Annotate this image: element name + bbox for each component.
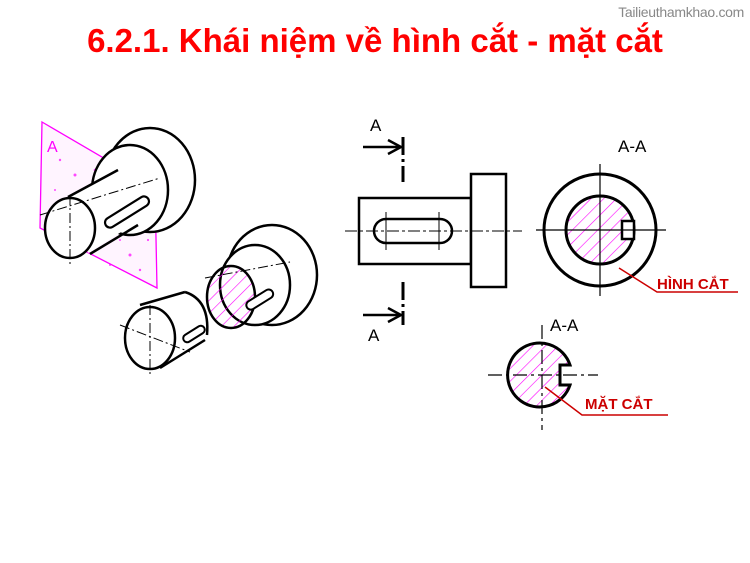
page-title: 6.2.1. Khái niệm về hình cắt - mặt cắt (87, 22, 663, 59)
section-view-title: A-A (618, 137, 647, 156)
cross-section: A-A MẶT CẮT (488, 316, 668, 430)
cut-face (205, 264, 257, 330)
front-view: A A (345, 116, 522, 345)
iso-cut-parts (119, 223, 319, 375)
cut-marker-top-label: A (370, 116, 382, 135)
cross-section-callout: MẶT CẮT (585, 395, 653, 413)
iso-part-with-plane: A (39, 120, 197, 290)
section-view-callout: HÌNH CẮT (657, 275, 729, 293)
watermark: Tailieuthamkhao.com (618, 4, 744, 20)
plane-label: A (47, 139, 58, 156)
cut-marker-bottom-label: A (368, 326, 380, 345)
cross-section-title: A-A (550, 316, 579, 335)
section-view: A-A HÌNH CẮT (536, 137, 738, 296)
